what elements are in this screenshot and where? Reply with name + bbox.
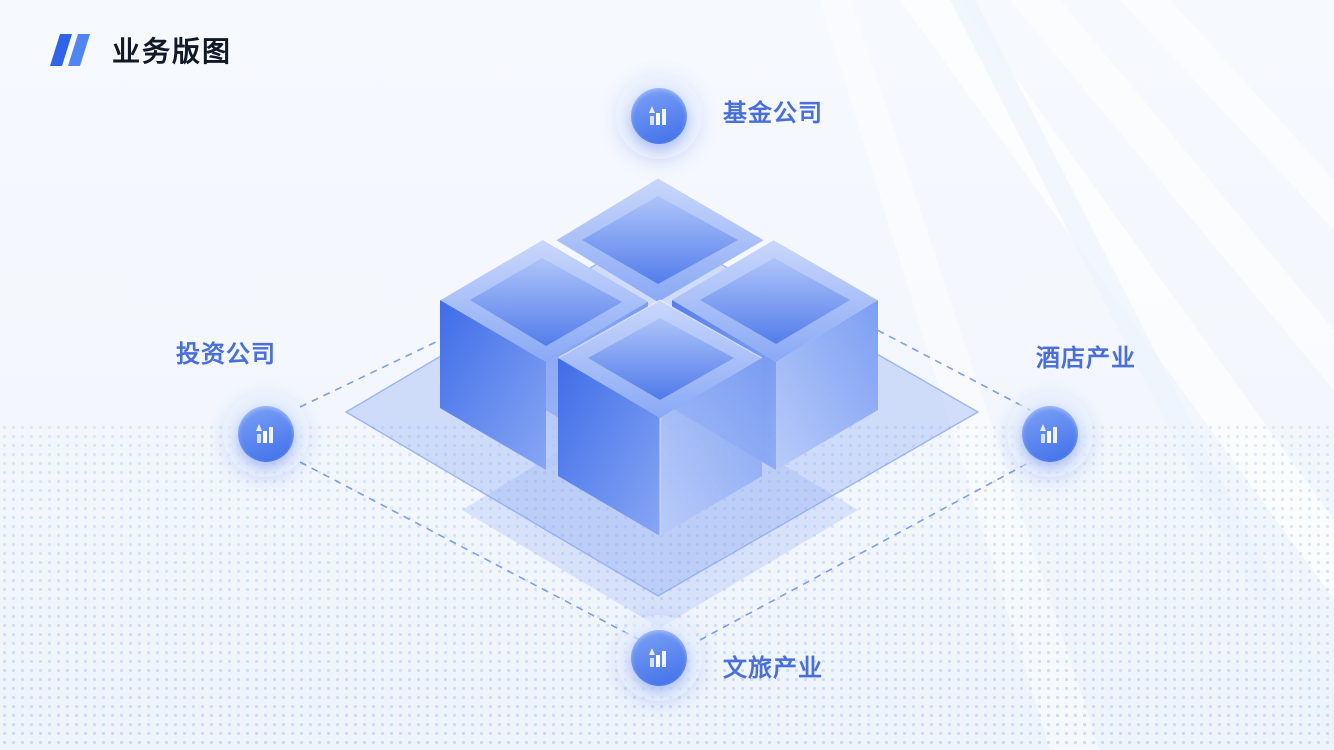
page-header: 业务版图 <box>48 30 232 70</box>
chart-building-icon <box>256 424 273 443</box>
double-slash-logo-icon <box>50 34 90 66</box>
node-investment-company[interactable] <box>223 391 309 477</box>
node-label-fund: 基金公司 <box>723 99 823 127</box>
node-hotel-industry[interactable] <box>1007 391 1093 477</box>
chart-building-icon <box>649 648 666 667</box>
node-tourism-industry[interactable] <box>616 615 702 701</box>
page-title: 业务版图 <box>112 35 233 68</box>
node-label-tourism: 文旅产业 <box>723 654 823 682</box>
node-fund-company[interactable] <box>616 73 702 159</box>
node-label-hotel: 酒店产业 <box>1036 344 1136 372</box>
chart-building-icon <box>649 106 666 125</box>
chart-building-icon <box>1040 424 1057 443</box>
node-label-investment: 投资公司 <box>176 340 276 368</box>
